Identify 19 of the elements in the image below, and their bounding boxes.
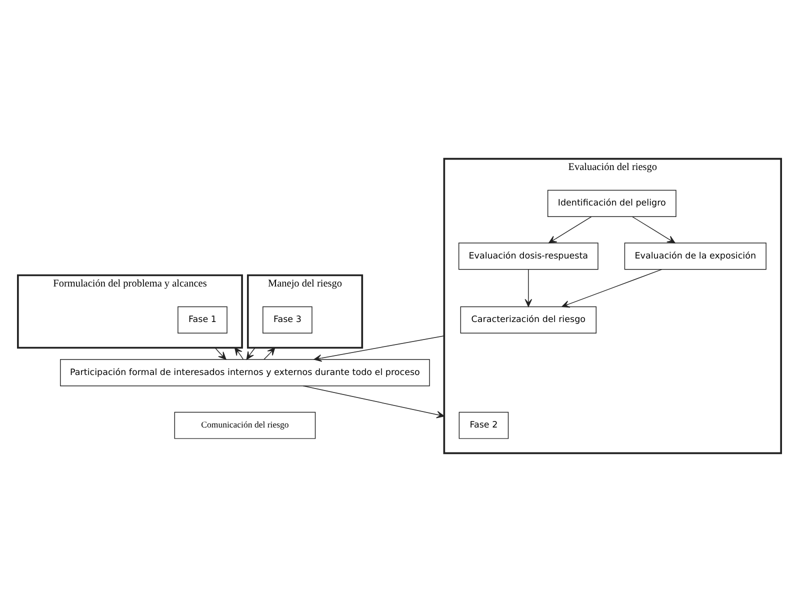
node-box: Evaluación de la exposición [624,242,766,270]
arrow [214,346,226,360]
arrow [632,216,676,243]
node-box: Comunicación del riesgo [174,411,316,438]
node-box: Identificación del peligro [547,189,676,217]
arrow [246,346,256,360]
node-box: Participación formal de interesados internos y externos durante todo el proceso [60,358,430,386]
arrow [314,335,445,362]
node-box: Caracterización del riesgo [460,306,597,333]
node-box: Fase 1 [178,306,228,333]
node-box: Fase 2 [458,411,509,438]
node-box: Evaluación dosis-respuesta [458,242,598,270]
arrow [548,216,592,243]
arrow [234,346,244,360]
arrow [302,385,445,418]
arrow [562,268,662,308]
node-box: Fase 3 [262,306,312,333]
arrow [524,268,532,306]
arrow [264,346,276,360]
